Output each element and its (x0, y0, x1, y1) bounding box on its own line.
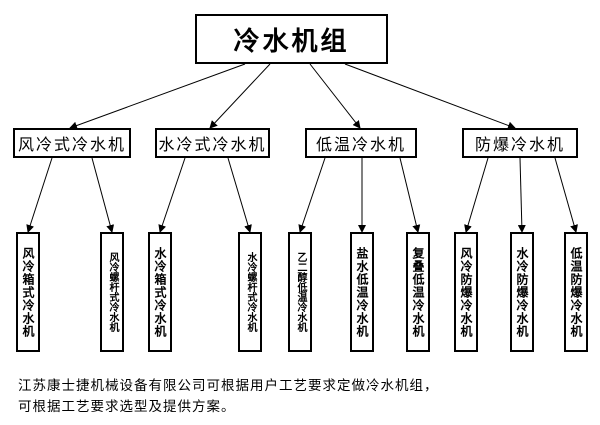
caption-line-1: 江苏康士捷机械设备有限公司可根据用户工艺要求定做冷水机组， (18, 378, 439, 394)
category-air-cooled: 风冷式冷水机 (13, 128, 131, 158)
root-node: 冷水机组 (195, 14, 388, 64)
connector (227, 157, 252, 233)
connector (91, 157, 115, 233)
leaf-brine-low: 盐水低温冷水机 (350, 232, 374, 352)
connector (517, 157, 526, 233)
leaf-cascade-low: 复叠低温冷水机 (406, 232, 430, 352)
category-low-temp: 低温冷水机 (305, 128, 417, 158)
leaf-air-box: 风冷箱式冷水机 (16, 232, 40, 352)
leaf-water-box: 水冷箱式冷水机 (148, 232, 172, 352)
connector (554, 157, 578, 233)
category-explosion-proof: 防爆冷水机 (462, 128, 578, 158)
category-water-cooled: 水冷式冷水机 (155, 128, 270, 158)
connector (158, 157, 186, 233)
connector (309, 63, 361, 129)
connector (69, 63, 246, 130)
connector (464, 157, 489, 233)
leaf-glycol-low: 乙二醇低温冷水机 (288, 232, 312, 352)
connector (209, 63, 271, 129)
caption-line-2: 可根据工艺要求选型及提供方案。 (18, 399, 236, 415)
leaf-water-explosion: 水冷防爆冷水机 (510, 232, 534, 352)
connector (26, 157, 53, 233)
connector (399, 157, 421, 233)
leaf-air-screw: 风冷螺杆式冷水机 (100, 232, 124, 352)
leaf-water-screw: 水冷螺杆式冷水机 (238, 232, 262, 352)
leaf-low-explosion: 低温防爆冷水机 (564, 232, 588, 352)
connector (344, 63, 516, 130)
connector (298, 157, 326, 233)
leaf-air-explosion: 风冷防爆冷水机 (454, 232, 478, 352)
caption: 江苏康士捷机械设备有限公司可根据用户工艺要求定做冷水机组， 可根据工艺要求选型及… (18, 376, 588, 418)
